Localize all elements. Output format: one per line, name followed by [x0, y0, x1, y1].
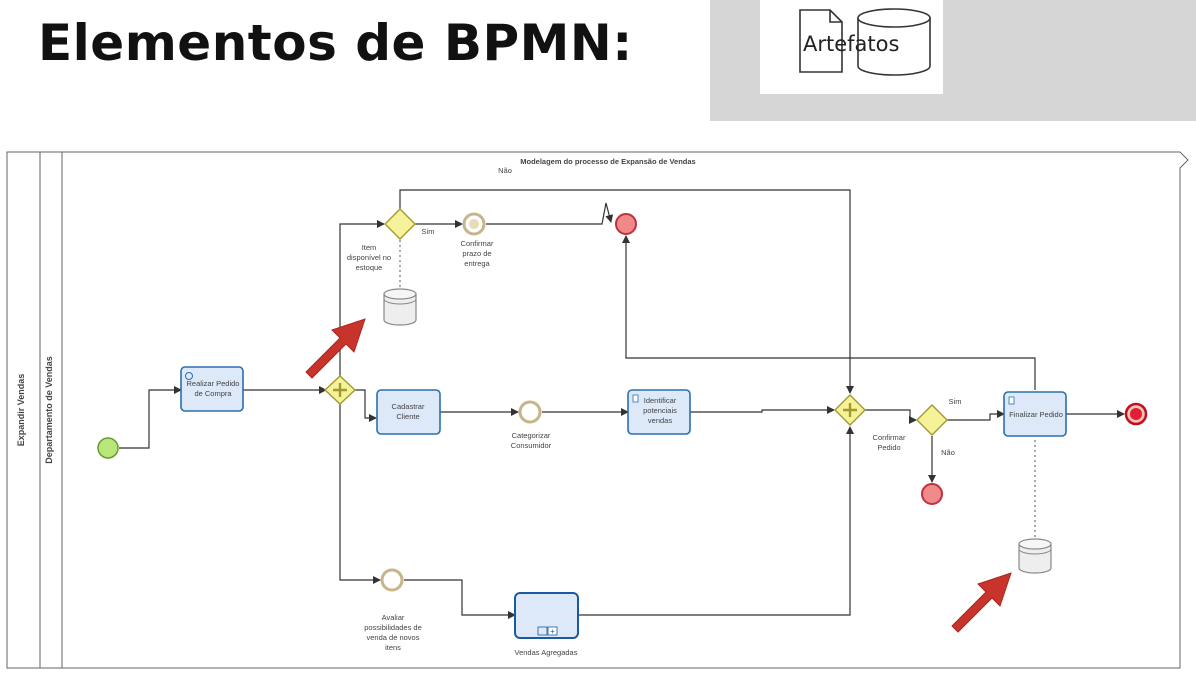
sequence-flows — [119, 189, 1125, 619]
expand-icon — [547, 626, 558, 636]
flow-label-sim-right: Sim — [949, 397, 962, 406]
start-event — [97, 437, 119, 459]
data-store-artifact-icon — [857, 8, 931, 76]
script-task-icon — [632, 394, 639, 403]
flow-vendas-to-join — [578, 426, 854, 616]
artefatos-icons — [799, 8, 931, 76]
svg-text:Vendas Agregadas: Vendas Agregadas — [515, 648, 578, 657]
pool-title: Modelagem do processo de Expansão de Ven… — [520, 157, 695, 166]
user-task-icon — [185, 372, 193, 380]
highlight-arrow-icon — [951, 572, 1012, 633]
flow-nao-to-join — [399, 189, 854, 394]
associations — [399, 240, 1036, 537]
flow-label-sim-top: Sim — [422, 227, 435, 236]
flow-parallel-to-item — [339, 220, 385, 376]
flow-finalizar-loop — [622, 235, 1036, 390]
flow-join-to-confirmar — [864, 409, 917, 424]
flow-confirmar-to-end — [486, 202, 614, 225]
end-event-top — [615, 213, 637, 235]
multi-instance-icon — [537, 626, 548, 636]
pool: Expandir Vendas Departamento de Vendas M… — [6, 151, 1189, 669]
flow-parallel-to-avaliar — [339, 404, 381, 584]
slide-title: Elementos de BPMN: — [38, 14, 633, 72]
svg-text:Finalizar Pedido: Finalizar Pedido — [1009, 410, 1063, 419]
svg-text:+: + — [550, 627, 555, 636]
script-task-icon — [1008, 396, 1015, 405]
highlight-arrow-icon — [305, 318, 366, 379]
data-store-pedido — [1018, 538, 1052, 574]
legend-panel: Artefatos — [710, 0, 1196, 121]
flow-start-to-realizar — [119, 386, 182, 449]
document-artifact-icon — [799, 9, 843, 73]
task-finalizar-pedido: Finalizar Pedido — [1003, 391, 1067, 437]
flow-identificar-to-join — [690, 406, 835, 414]
end-event-final — [1124, 402, 1148, 426]
parallel-gateway-join — [834, 394, 866, 426]
artefatos-legend-card: Artefatos — [760, 0, 943, 94]
flow-sim-to-finalizar — [946, 410, 1005, 421]
end-event-nao — [921, 483, 943, 505]
subprocess-vendas-agregadas: + Vendas Agregadas — [514, 592, 579, 657]
pool-label: Expandir Vendas — [16, 374, 26, 447]
parallel-gateway-split — [323, 375, 357, 405]
flow-label-nao-top: Não — [498, 166, 512, 175]
flow-label-nao-right: Não — [941, 448, 955, 457]
artefatos-label: Artefatos — [803, 32, 900, 56]
data-store-estoque — [383, 288, 417, 326]
lane-label: Departamento de Vendas — [44, 356, 54, 464]
flow-parallel-to-cadastrar — [355, 389, 377, 422]
flow-avaliar-to-vendas — [404, 579, 516, 619]
